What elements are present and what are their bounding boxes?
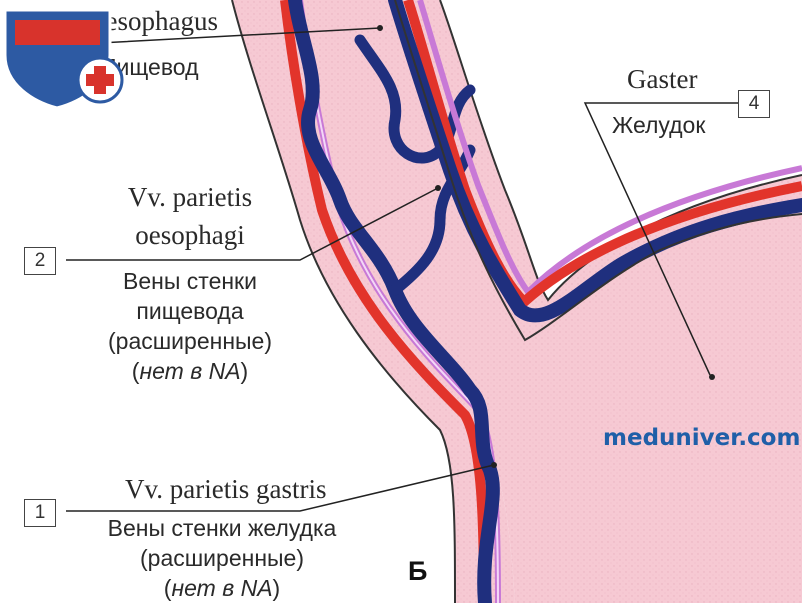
panel-letter: Б (408, 556, 427, 587)
pointer-dot-2 (435, 185, 441, 191)
note-open: ( (132, 358, 140, 384)
note-open: ( (164, 575, 172, 601)
label-vv-oesophagi-latin-2: oesophagi (135, 220, 244, 251)
pointer-dot-3 (377, 25, 383, 31)
note-text: нет в NA (139, 358, 240, 384)
label-number-4: 4 (738, 90, 770, 118)
label-vv-oesophagi-ru-1: Вены стенки (123, 268, 257, 295)
note-close: ) (273, 575, 281, 601)
label-vv-oesophagi-note: (нет в NA) (132, 358, 248, 385)
medical-shield-logo (0, 0, 130, 110)
pointer-dot-1 (491, 462, 497, 468)
label-vv-gastris-ru-2: (расширенные) (140, 545, 304, 572)
pointer-dot-4 (709, 374, 715, 380)
note-text: нет в NA (171, 575, 272, 601)
label-vv-gastris-ru-1: Вены стенки желудка (108, 515, 337, 542)
note-close: ) (241, 358, 249, 384)
label-gaster-latin: Gaster (627, 64, 697, 95)
label-vv-oesophagi-latin-1: Vv. parietis (128, 182, 252, 213)
label-number-1: 1 (24, 499, 56, 527)
label-number-2: 2 (24, 247, 56, 275)
label-vv-oesophagi-ru-2: пищевода (136, 298, 243, 325)
label-vv-oesophagi-ru-3: (расширенные) (108, 328, 272, 355)
label-vv-gastris-note: (нет в NA) (164, 575, 280, 602)
watermark-text: meduniver.com (603, 425, 800, 451)
label-gaster-ru: Желудок (612, 112, 705, 139)
label-vv-gastris-latin: Vv. parietis gastris (125, 474, 326, 505)
